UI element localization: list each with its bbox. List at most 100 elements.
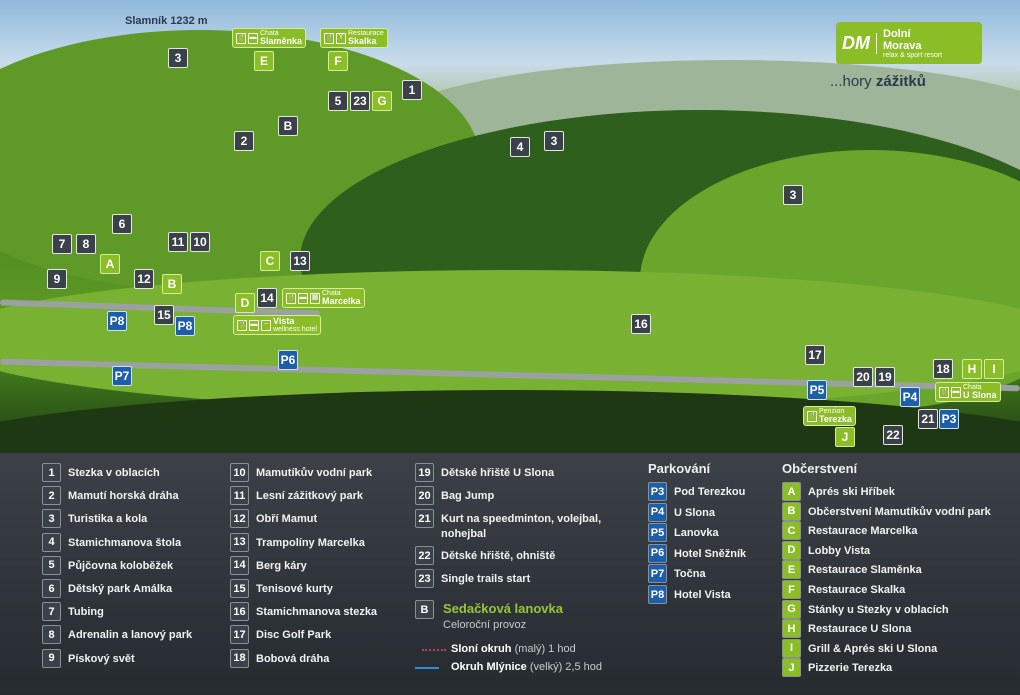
legend-marker: G [782,599,801,619]
legend-item: 2 Mamutí horská dráha [42,486,179,506]
map-marker[interactable]: 15 [154,305,174,325]
legend-marker: 3 [42,509,61,529]
legend-label: Dětské hřiště, ohniště [441,550,556,562]
map-marker[interactable]: 17 [805,345,825,365]
map-marker[interactable]: 4 [510,137,530,157]
parking-marker[interactable]: P6 [278,350,298,370]
logo-name-2: Morava [883,39,922,52]
map-marker[interactable]: 11 [168,232,188,252]
parking-marker[interactable]: P4 [900,387,920,407]
legend-marker: 6 [42,579,61,598]
legend-label: U Slona [674,506,715,519]
map-marker[interactable]: 19 [875,367,895,387]
sign-big: Terezka [819,414,852,424]
map-marker[interactable]: 1 [402,80,422,100]
map-marker[interactable]: J [835,427,855,447]
legend-label: Single trails start [441,573,531,585]
cocktail-icon: Y [336,32,346,44]
map-marker[interactable]: B [162,274,182,294]
map-marker[interactable]: F [328,51,348,71]
map-marker[interactable]: 7 [52,234,72,254]
map-marker[interactable]: G [372,91,392,111]
map-marker[interactable]: H [962,359,982,379]
legend-label: Restaurace Marcelka [808,525,918,538]
route-detail: (velký) 2,5 hod [529,661,603,673]
map-marker[interactable]: E [254,51,274,71]
map-marker[interactable]: 14 [257,288,277,308]
legend-marker: 7 [42,602,61,622]
parking-marker[interactable]: P5 [807,380,827,400]
parking-marker[interactable]: P3 [939,409,959,429]
map-marker[interactable]: 12 [134,269,154,289]
map-marker[interactable]: 16 [631,314,651,334]
sign-small: Chata [322,290,341,297]
route-name: Sloní okruh [451,643,512,655]
legend-marker: E [782,560,801,580]
map-marker[interactable]: 3 [168,48,188,68]
map-marker[interactable]: 10 [190,232,210,252]
legend-label: Trampolíny Marcelka [256,536,365,549]
legend-label: Pod Terezkou [674,486,746,498]
legend-marker: J [782,658,801,678]
legend-marker: 4 [42,532,61,552]
map-marker[interactable]: 2 [234,131,254,151]
map-marker[interactable]: 18 [933,359,953,379]
map-marker[interactable]: 23 [350,91,370,111]
map-marker[interactable]: 6 [112,214,132,234]
map-marker[interactable]: 20 [853,367,873,387]
map-marker[interactable]: C [260,251,280,271]
parking-marker[interactable]: P8 [175,316,195,336]
map-marker[interactable]: 8 [76,234,96,254]
logo-mark: DM [842,32,877,54]
legend-label: Mamutí horská dráha [68,490,179,503]
restaurant-icon: 🍴 [324,32,334,44]
legend-marker: P8 [648,585,667,604]
map-marker[interactable]: 3 [544,131,564,151]
map-marker[interactable]: I [984,359,1004,379]
map-marker[interactable]: B [278,116,298,136]
legend-marker: 14 [230,555,249,575]
legend-marker: H [782,619,801,639]
legend-label: Stánky u Stezky v oblacích [808,603,949,616]
legend-marker: 2 [42,486,61,506]
hotel-icon: ▦ [310,292,320,304]
map-marker[interactable]: 3 [783,185,803,205]
legend-marker: 21 [415,509,434,528]
parking-marker[interactable]: P7 [112,366,132,386]
legend-marker: F [782,580,801,599]
map-marker[interactable]: 9 [47,269,67,289]
legend-label: Restaurace Skalka [808,584,906,596]
map-marker[interactable]: 5 [328,91,348,111]
map-marker[interactable]: D [235,293,255,313]
sign-big: Vista [273,316,295,326]
legend-label: Bag Jump [441,490,495,502]
map-marker[interactable]: 22 [883,425,903,445]
map-marker[interactable]: 13 [290,251,310,271]
map-marker[interactable]: 21 [918,409,938,429]
legend-label: Dětské hřiště U Slona [441,467,555,479]
parking-marker[interactable]: P8 [107,311,127,331]
route-label: Okruh Mlýnice (velký) 2,5 hod [451,661,602,673]
map-marker[interactable]: A [100,254,120,274]
sign-small: Chata [963,384,982,391]
